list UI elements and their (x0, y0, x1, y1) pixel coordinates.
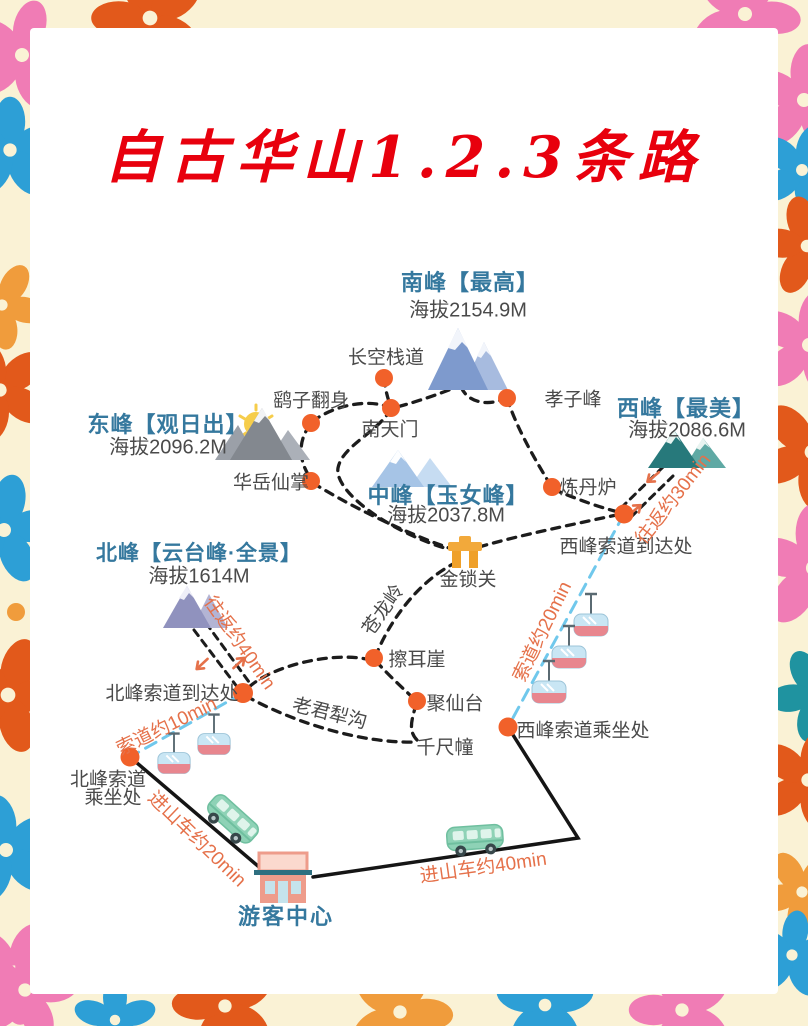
north-peak-mountain-icon (163, 586, 228, 628)
waypoint-juxiantai: 聚仙台 (426, 693, 484, 715)
gate-icon (448, 536, 482, 568)
waypoint-jinsuoguan: 金锁关 (439, 569, 497, 591)
north-peak-name: 北峰【云台峰·全景】 (96, 542, 302, 565)
waypoint-huayue-xianzhang: 华岳仙掌 (232, 472, 310, 494)
waypoint-dot (382, 399, 400, 417)
east-peak-name: 东峰【观日出】 (87, 412, 249, 437)
waypoint-dot (614, 504, 634, 524)
middle-peak-name: 中峰【玉女峰】 (367, 483, 529, 508)
east-peak-mountain-icon (215, 408, 310, 460)
summit-trails (192, 465, 675, 690)
west-peak-mountain-icon (648, 430, 726, 468)
waypoint-dot (543, 478, 561, 496)
cable-line-west (506, 512, 626, 729)
shuttle-road-west (311, 725, 581, 879)
west-peak-altitude: 海拔2086.6M (628, 419, 746, 442)
middle-peak-mountain-icon (372, 450, 452, 487)
east-peak-altitude: 海拔2096.2M (109, 436, 227, 459)
middle-peak-altitude: 海拔2037.8M (387, 504, 505, 527)
waypoint-dot (408, 692, 426, 710)
waypoint-caerya: 擦耳崖 (388, 649, 446, 671)
waypoint-yaozifanshen: 鹞子翻身 (272, 390, 350, 412)
south-peak-mountain-icon (428, 328, 508, 390)
waypoint-west-cable-arrive: 西峰索道到达处 (559, 536, 693, 558)
waypoint-dot (302, 472, 320, 490)
waypoint-dot (498, 717, 518, 737)
west-peak-name: 西峰【最美】 (616, 396, 756, 421)
waypoint-liandanlu: 炼丹炉 (559, 477, 617, 499)
waypoint-xiaozifeng: 孝子峰 (544, 389, 602, 411)
waypoint-north-cable-board-line1: 北峰索道 (69, 769, 147, 791)
waypoint-north-cable-arrive: 北峰索道到达处 (105, 683, 239, 705)
waypoint-qianchichuang: 千尺幢 (416, 737, 474, 759)
waypoint-dot (120, 747, 140, 767)
north-peak-altitude: 海拔1614M (148, 565, 250, 588)
waypoint-north-cable-board-line2: 乘坐处 (84, 787, 142, 809)
visitor-center-label: 游客中心 (237, 904, 335, 929)
south-peak-name: 南峰【最高】 (400, 270, 540, 295)
waypoint-dot (302, 414, 320, 432)
waypoint-dot (233, 683, 253, 703)
map-card (30, 28, 778, 994)
waypoint-west-cable-board: 西峰索道乘坐处 (516, 720, 650, 742)
cable-line-north (128, 691, 245, 759)
poster-title: 自古华山1.2.3条路 (104, 124, 704, 191)
waypoint-dot (375, 369, 393, 387)
waypoint-dot (498, 389, 516, 407)
shuttle-road-north (128, 755, 274, 880)
south-peak-altitude: 海拔2154.9M (409, 299, 527, 322)
visitor-center-icon (254, 851, 312, 903)
waypoint-changkong-zhandao: 长空栈道 (347, 347, 425, 369)
waypoint-nantianmen: 南天门 (361, 419, 419, 441)
waypoint-dots (120, 369, 634, 767)
waypoint-dot (365, 649, 383, 667)
